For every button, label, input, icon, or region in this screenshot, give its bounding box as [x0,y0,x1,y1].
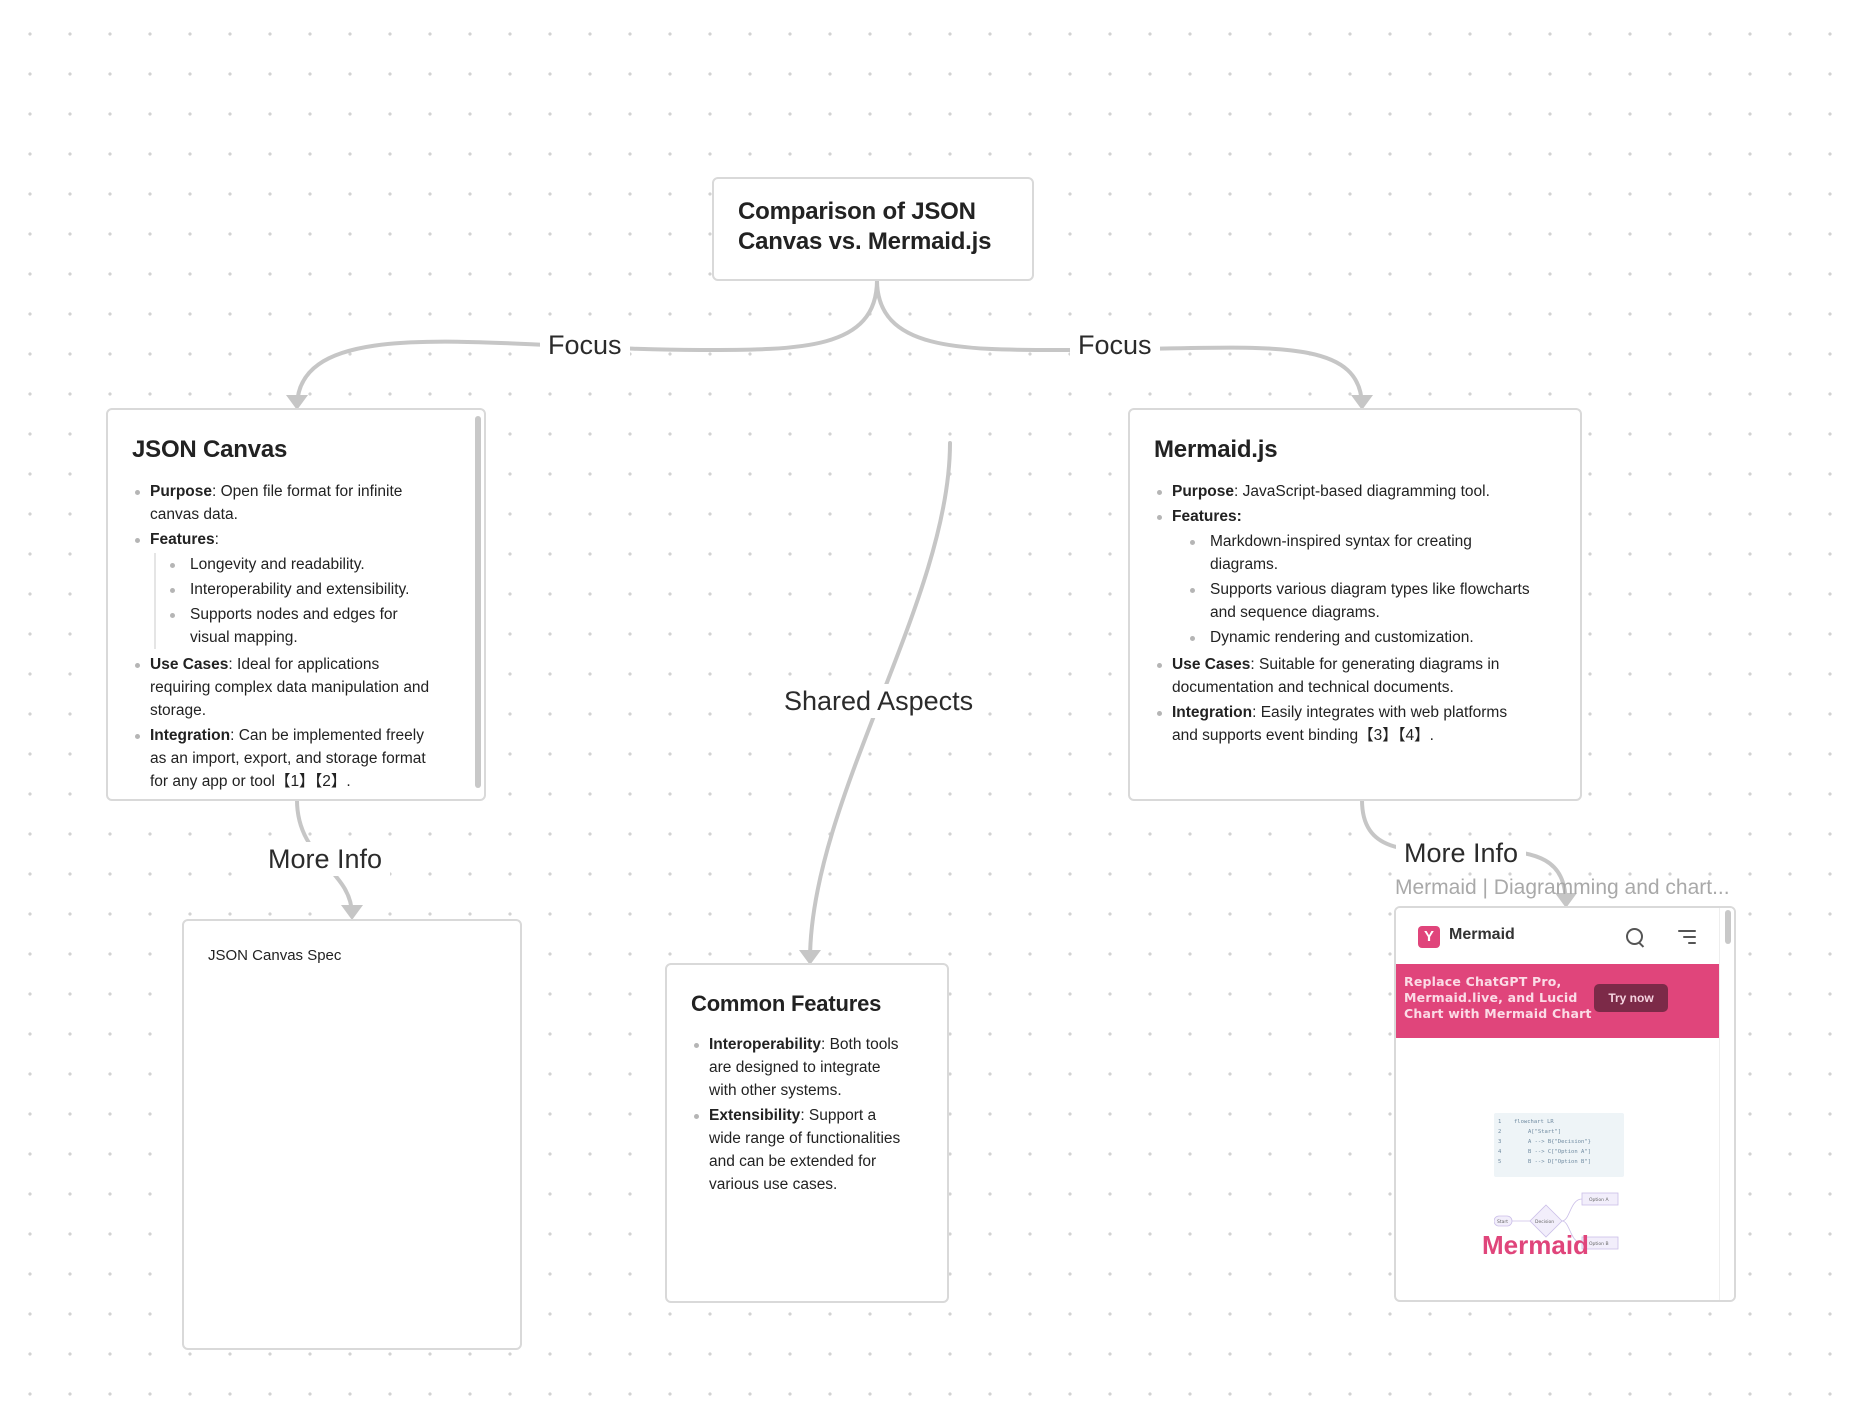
preview-node-option-b: Option B [1589,1241,1609,1247]
common-title: Common Features [691,991,882,1016]
embed-bottom-heading: Mermaid [1482,1230,1589,1260]
list-item: Interoperability and extensibility. [156,578,432,601]
list-item: Purpose: Open file format for infinite c… [122,480,432,526]
banner-text: Replace ChatGPT Pro, Mermaid.live, and L… [1404,974,1592,1021]
mermaid-logo-icon[interactable]: Y [1418,926,1440,948]
preview-node-decision: Decision [1535,1219,1554,1225]
menu-icon[interactable] [1678,930,1696,944]
preview-node-option-a: Option A [1589,1197,1609,1203]
mermaid-list: Purpose: JavaScript-based diagramming to… [1144,480,1534,749]
embed-title[interactable]: Mermaid | Diagramming and chart... [1395,876,1730,899]
svg-text:1: 1 [1498,1119,1501,1125]
json-canvas-node[interactable]: JSON Canvas Purpose: Open file format fo… [106,408,486,801]
svg-text:2: 2 [1498,1129,1501,1135]
edge-more-info-left-arrow [341,905,363,920]
embed-scroll-track[interactable] [1719,908,1734,1300]
embed-banner: Replace ChatGPT Pro, Mermaid.live, and L… [1396,964,1720,1038]
list-item: Use Cases: Suitable for generating diagr… [1144,653,1534,699]
edge-label-focus-right: Focus [1070,328,1160,362]
common-list: Interoperability: Both tools are designe… [681,1033,903,1198]
json-canvas-scrollbar[interactable] [475,416,481,788]
svg-text:3: 3 [1498,1139,1501,1145]
list-item: Features: Markdown-inspired syntax for c… [1144,505,1534,649]
edge-label-more-info-right: More Info [1396,836,1527,870]
svg-text:5: 5 [1498,1159,1501,1165]
edge-label-shared-aspects: Shared Aspects [776,684,982,718]
mermaid-web-embed[interactable]: Y Mermaid Replace ChatGPT Pro, Mermaid.l… [1394,906,1736,1302]
edge-label-more-info-left: More Info [260,842,391,876]
spec-label: JSON Canvas Spec [208,947,342,964]
json-canvas-list: Purpose: Open file format for infinite c… [122,480,432,795]
code-line: A --> B{"Decision"} [1528,1139,1591,1145]
list-item: Integration: Can be implemented freely a… [122,724,432,793]
list-item: Use Cases: Ideal for applications requir… [122,653,432,722]
list-item: Purpose: JavaScript-based diagramming to… [1144,480,1534,503]
list-item: Dynamic rendering and customization. [1176,626,1534,649]
edge-label-focus-left: Focus [540,328,630,362]
svg-text:4: 4 [1498,1149,1502,1155]
code-line: A["Start"] [1528,1129,1561,1135]
list-item: Extensibility: Support a wide range of f… [681,1104,903,1196]
list-item: Markdown-inspired syntax for creating di… [1176,530,1534,576]
common-features-node[interactable]: Common Features Interoperability: Both t… [665,963,949,1303]
list-item: Features: Longevity and readability. Int… [122,528,432,649]
search-icon[interactable] [1626,928,1643,945]
code-line: B --> D["Option B"] [1528,1159,1591,1165]
json-canvas-title: JSON Canvas [132,436,288,463]
list-item: Supports nodes and edges for visual mapp… [156,603,432,649]
list-item: Longevity and readability. [156,553,432,576]
json-canvas-spec-node[interactable]: JSON Canvas Spec [182,919,522,1350]
code-line: B --> C["Option A"] [1528,1149,1591,1155]
mermaid-title: Mermaid.js [1154,436,1278,463]
embed-brand[interactable]: Mermaid [1449,926,1515,943]
embed-preview: 1 2 3 4 5 flowchart LR A["Start"] A --> B{"D… [1494,1113,1624,1250]
embed-header: Y Mermaid [1396,908,1720,964]
try-now-button[interactable]: Try now [1594,984,1668,1012]
list-item: Integration: Easily integrates with web … [1144,701,1534,747]
embed-scrollbar[interactable] [1725,910,1731,944]
preview-node-start: Start [1497,1219,1508,1225]
list-item: Interoperability: Both tools are designe… [681,1033,903,1102]
mermaid-node[interactable]: Mermaid.js Purpose: JavaScript-based dia… [1128,408,1582,801]
list-item: Supports various diagram types like flow… [1176,578,1534,624]
code-line: flowchart LR [1514,1119,1554,1125]
